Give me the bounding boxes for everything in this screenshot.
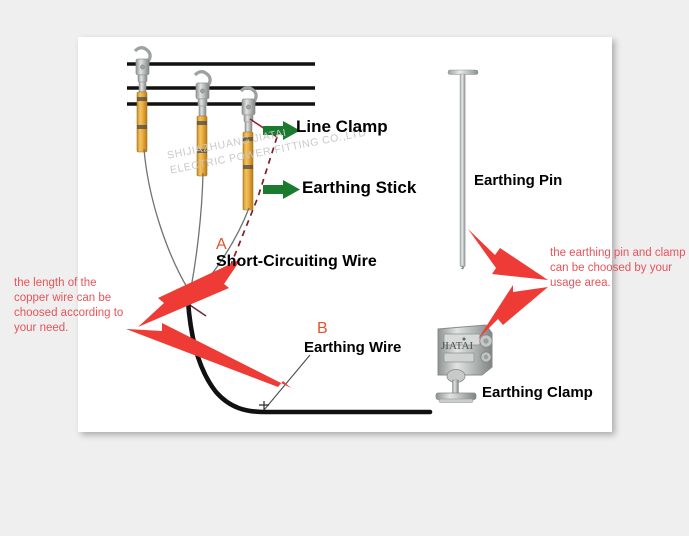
wiring-diagram: JIATAI	[126, 46, 548, 415]
earthing-stick-2	[196, 115, 208, 177]
label-earthing-clamp: Earthing Clamp	[482, 384, 593, 401]
product-image-panel: JIATAI SHIJIAZHUANG JIATAI ELECTRIC POWE…	[78, 37, 612, 432]
red-arrow-right-lower	[478, 285, 548, 339]
label-short-circuiting-wire: Short-Circuiting Wire	[216, 253, 377, 270]
marker-b: B	[317, 320, 328, 337]
earthing-stick-1	[136, 91, 148, 153]
clamp-stick-assembly-3	[191, 86, 278, 300]
lead-wire-2	[189, 172, 204, 294]
red-arrow-left-upper	[138, 259, 241, 327]
clamp-stick-assembly-1	[133, 46, 189, 290]
line-clamp-2	[193, 70, 212, 117]
marker-a: A	[216, 236, 227, 253]
red-arrow-left-lower	[126, 323, 291, 388]
short-circuiting-wire-dashed	[195, 136, 278, 300]
line-clamp-3	[239, 86, 258, 133]
earthing-copper-wire	[185, 298, 433, 415]
earthing-wire-tick	[259, 401, 269, 410]
line-clamp-1	[133, 46, 152, 93]
note-pin-clamp-selection: the earthing pin and clamp can be choose…	[550, 247, 686, 289]
lead-wire-1	[143, 148, 189, 290]
earthing-pin-icon	[447, 69, 479, 270]
earthing-wire-pointer	[263, 354, 311, 411]
label-line-clamp: Line Clamp	[296, 117, 388, 136]
label-earthing-stick: Earthing Stick	[302, 178, 417, 197]
clamp-stick-assembly-2	[189, 70, 212, 294]
note-copper-wire-length: the length of the copper wire can be cho…	[14, 277, 124, 334]
clamp-brand-text: JIATAI	[441, 340, 473, 352]
overhead-conductors	[127, 62, 315, 106]
earthing-clamp-icon	[435, 324, 493, 403]
green-arrow-earthing-stick	[263, 180, 300, 199]
label-earthing-pin: Earthing Pin	[474, 172, 563, 189]
red-arrow-right-upper	[468, 229, 548, 280]
label-earthing-wire: Earthing Wire	[304, 339, 402, 356]
green-arrow-line-clamp	[263, 121, 300, 140]
